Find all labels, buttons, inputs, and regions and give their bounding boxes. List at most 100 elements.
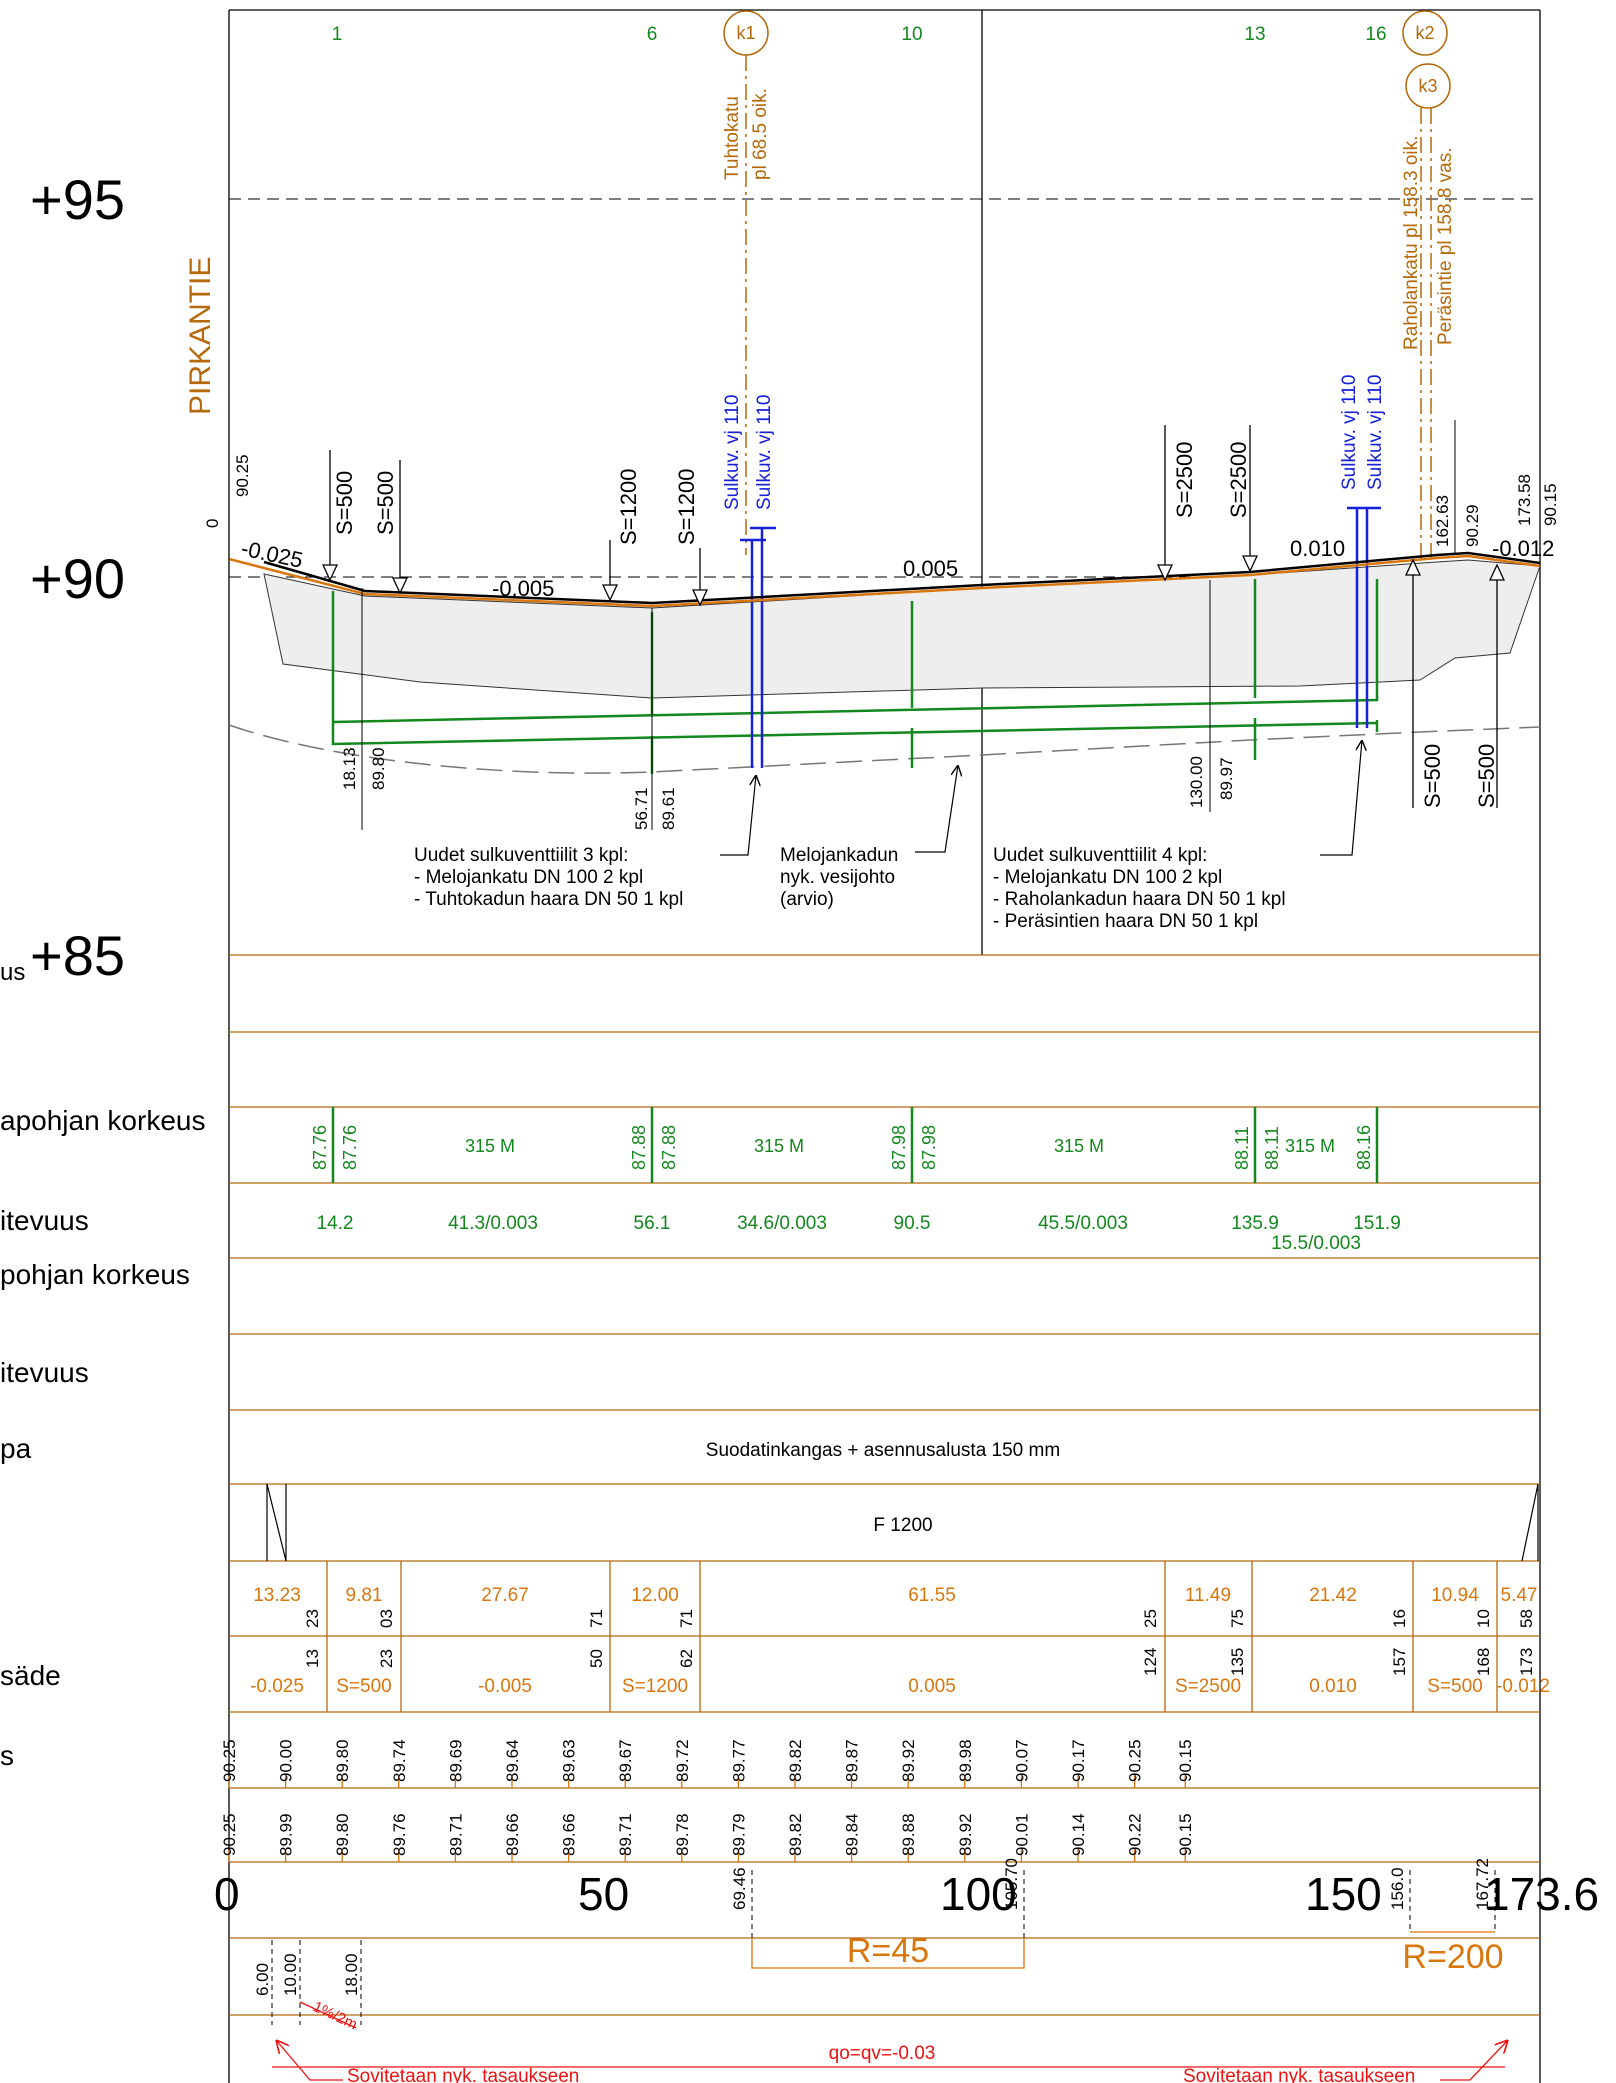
note2-line: (arvio) — [780, 889, 834, 910]
design-elev-value: 89.64 — [503, 1739, 522, 1782]
start-station: 0 — [203, 519, 222, 528]
crossfall-label: 1%/2m — [310, 1998, 359, 2033]
end-elev: 90.15 — [1541, 483, 1560, 526]
valve-symbols — [740, 506, 1381, 768]
crossfall-value: 10.00 — [281, 1953, 300, 1996]
pipe-material: 315 M — [754, 1136, 804, 1156]
design-elev-value: 89.69 — [446, 1739, 465, 1782]
table-lines — [229, 954, 1540, 2016]
branch-tuhtokatu-pl: pl 68.5 oik. — [750, 88, 771, 180]
existing-elev-value: 89.79 — [729, 1813, 748, 1856]
hc-label: R=200 — [1402, 1938, 1503, 1976]
elev-85-label: +85 — [30, 924, 125, 987]
vc-label: S=500 — [373, 471, 398, 535]
break-station: 56.71 — [632, 787, 651, 830]
branch-lines — [745, 55, 1432, 560]
tick-top: 58 — [1517, 1609, 1536, 1628]
tick-bottom: 168 — [1474, 1648, 1493, 1676]
note3-line: - Raholankadun haara DN 50 1 kpl — [993, 889, 1286, 910]
len-span: 45.5/0.003 — [1038, 1213, 1128, 1234]
existing-elev-value: 89.82 — [786, 1813, 805, 1856]
break-elev: 89.97 — [1217, 757, 1236, 800]
element-dividers — [326, 1561, 1498, 1712]
hc-end: 105.70 — [1002, 1858, 1021, 1910]
break-station: 162.63 — [1433, 495, 1452, 547]
note-leaders — [720, 740, 1362, 856]
hc-start: 69.46 — [730, 1867, 749, 1910]
design-elev-value: 90.07 — [1012, 1739, 1031, 1782]
tick-top: 75 — [1228, 1609, 1247, 1628]
grade-label: -0.025 — [239, 535, 305, 572]
pipe-material: 315 M — [1054, 1136, 1104, 1156]
grade-cell: S=2500 — [1175, 1676, 1241, 1697]
tick-top: 16 — [1390, 1609, 1409, 1628]
pipe-elev: 87.76 — [310, 1125, 330, 1170]
elem-length: 11.49 — [1185, 1585, 1231, 1606]
branch-raholankatu: Raholankatu pl 158.3 oik. — [1401, 136, 1422, 350]
grade-label: 0.010 — [1290, 536, 1345, 561]
pipe-elev: 88.11 — [1232, 1126, 1252, 1170]
right-note-leader — [1440, 2040, 1508, 2081]
design-elev-value: 89.98 — [956, 1739, 975, 1782]
row-label-capacity-1: itevuus — [0, 1205, 89, 1236]
circle-markers — [723, 10, 1451, 109]
pipe-row — [331, 1107, 1379, 1183]
break-leaders — [361, 420, 1456, 830]
vc-label: S=2500 — [1226, 442, 1251, 518]
design-elev-value: 90.15 — [1176, 1739, 1195, 1782]
existing-elev-value: 89.99 — [277, 1813, 296, 1856]
structure-area — [263, 559, 1541, 699]
existing-elev-value: 89.92 — [956, 1813, 975, 1856]
qo-label: qo=qv=-0.03 — [829, 2043, 936, 2064]
len-span: 15.5/0.003 — [1271, 1233, 1361, 1254]
grade-cell: -0.012 — [1496, 1676, 1550, 1697]
right-fit-note: Sovitetaan nyk. tasaukseen — [1183, 2066, 1415, 2083]
break-elev: 90.29 — [1463, 504, 1482, 547]
vc-label: S=500 — [332, 471, 357, 535]
tick-bottom: 173 — [1517, 1648, 1536, 1676]
break-station: 18.13 — [340, 747, 359, 790]
station-markers: 1 6 10 13 16 — [332, 24, 1387, 45]
existing-elev-value: 89.88 — [899, 1813, 918, 1856]
pipe-elev: 88.11 — [1262, 1126, 1282, 1170]
tick-top: 03 — [377, 1609, 396, 1628]
elem-length: 61.55 — [908, 1585, 956, 1606]
design-elev-value: 89.74 — [390, 1739, 409, 1782]
len-point: 135.9 — [1231, 1213, 1279, 1234]
road-surface-line — [263, 551, 1541, 605]
branch-tuhtokatu: Tuhtokatu — [722, 96, 743, 180]
axis-50: 50 — [578, 1868, 629, 1920]
grade-label: -0.012 — [1492, 536, 1554, 561]
tick-bottom: 62 — [677, 1649, 696, 1668]
pipe-material: 315 M — [465, 1136, 515, 1156]
pipe-elev: 87.98 — [889, 1125, 909, 1170]
vertical-curve-markers — [321, 425, 1506, 808]
horizontal-curve-boxes — [751, 1931, 1495, 1969]
hc-dashes — [751, 1870, 1496, 1940]
grade-label: 0.005 — [903, 556, 958, 581]
hc-label: R=45 — [847, 1932, 929, 1970]
tick-top: 23 — [303, 1609, 322, 1628]
note3-line: - Melojankatu DN 100 2 kpl — [993, 867, 1222, 888]
tick-top: 71 — [587, 1609, 606, 1628]
grade-cell: -0.005 — [478, 1676, 532, 1697]
existing-elev-value: 90.25 — [220, 1813, 239, 1856]
elem-length: 12.00 — [631, 1585, 679, 1606]
axis-150: 150 — [1305, 1868, 1382, 1920]
crossfall-slope — [299, 2001, 357, 2029]
row-label-pipe-elev: apohjan korkeus — [0, 1105, 205, 1136]
vc-label: S=500 — [1420, 744, 1445, 808]
road-name: PIRKANTIE — [184, 257, 217, 415]
notes: Uudet sulkuventtiilit 3 kpl: - Melojanka… — [414, 845, 1286, 932]
design-elev-value: 90.00 — [277, 1739, 296, 1782]
station-marker: 10 — [901, 24, 922, 45]
frame — [228, 9, 1541, 2083]
elev-90-label: +90 — [30, 547, 125, 610]
left-labels: +95 +90 +85 us apohjan korkeus itevuus p… — [0, 168, 217, 1771]
axis-0: 0 — [214, 1868, 240, 1920]
len-point: 90.5 — [894, 1213, 931, 1234]
design-elev-value: 89.67 — [616, 1739, 635, 1782]
f-row-zigzags — [266, 1483, 1539, 1562]
existing-elev-value: 89.84 — [843, 1813, 862, 1856]
